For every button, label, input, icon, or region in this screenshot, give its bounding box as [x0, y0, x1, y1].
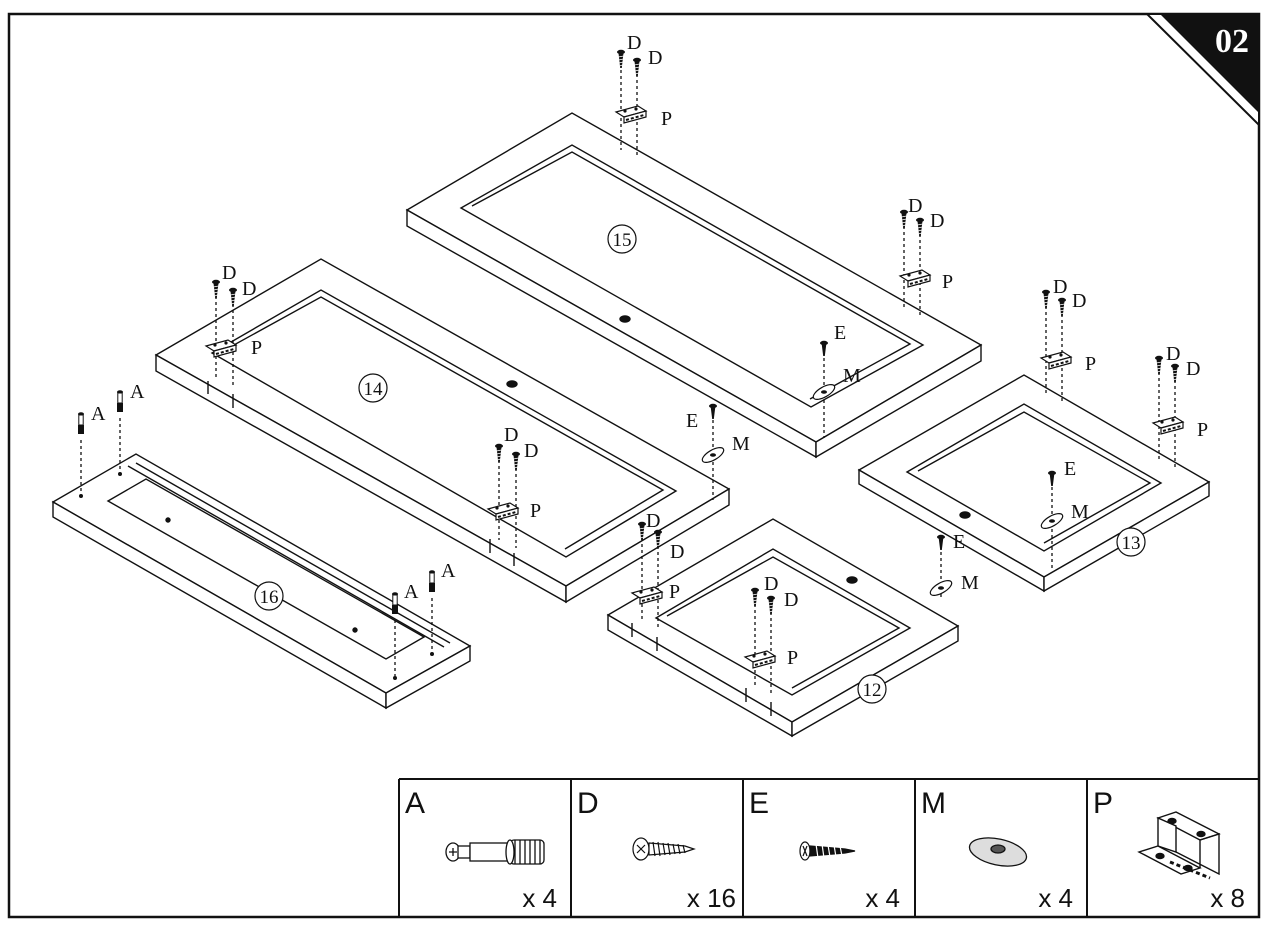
- label-d: D: [504, 424, 518, 446]
- label-a: A: [441, 560, 456, 582]
- panel-13-number-circle: [1116, 527, 1146, 557]
- label-m: M: [843, 365, 861, 387]
- panel-12: [606, 518, 960, 738]
- panel-12-number: 12: [863, 680, 882, 701]
- step-number: 02: [1215, 23, 1249, 60]
- label-m: M: [961, 572, 979, 594]
- parts-cell-e: E x 4: [749, 787, 900, 913]
- panel-15-number: 15: [613, 230, 632, 251]
- part-quantity-d: x 16: [687, 883, 736, 913]
- label-p: P: [530, 500, 541, 522]
- panel-12-number-circle: [857, 674, 887, 704]
- label-d: D: [646, 510, 660, 532]
- label-e: E: [686, 410, 698, 432]
- label-p: P: [787, 647, 798, 669]
- parts-cell-m: M x 4: [921, 787, 1073, 913]
- label-d: D: [648, 47, 662, 69]
- label-a: A: [404, 581, 419, 603]
- parts-cell-d: D x 16: [577, 787, 736, 913]
- cam-bolt-icon: [445, 839, 545, 865]
- parts-cell-p: P x 8: [1093, 787, 1245, 913]
- label-d: D: [1053, 276, 1067, 298]
- part-letter-e: E: [749, 787, 769, 820]
- diagram-border: [7, 12, 1261, 919]
- label-a: A: [130, 381, 145, 403]
- panel-16-hardware: [80, 418, 433, 676]
- label-e: E: [834, 322, 846, 344]
- panel-14-number: 14: [364, 379, 384, 400]
- panel-13: [857, 374, 1211, 593]
- label-d: D: [784, 589, 798, 611]
- label-d: D: [1166, 343, 1180, 365]
- parts-table: [398, 778, 1259, 917]
- label-p: P: [1085, 353, 1096, 375]
- label-d: D: [1186, 358, 1200, 380]
- part-quantity-p: x 8: [1210, 883, 1245, 913]
- part-letter-d: D: [577, 787, 599, 820]
- panel-16-number-circle: [254, 581, 284, 611]
- label-d: D: [930, 210, 944, 232]
- label-d: D: [242, 278, 256, 300]
- parts-cell-a: A x 4: [405, 787, 557, 913]
- label-d: D: [222, 262, 236, 284]
- part-quantity-e: x 4: [865, 883, 900, 913]
- washer-plate-icon: [968, 837, 1028, 867]
- panel-14-number-circle: [358, 373, 388, 403]
- step-badge: 02: [1144, 13, 1260, 128]
- panel-14: [154, 258, 731, 604]
- part-quantity-m: x 4: [1038, 883, 1073, 913]
- part-letter-a: A: [405, 787, 425, 820]
- label-m: M: [732, 433, 750, 455]
- label-p: P: [669, 581, 680, 603]
- label-p: P: [661, 108, 672, 130]
- label-e: E: [953, 531, 965, 553]
- panel-15: [405, 112, 983, 459]
- label-e: E: [1064, 458, 1076, 480]
- label-d: D: [524, 440, 538, 462]
- part-quantity-a: x 4: [522, 883, 557, 913]
- panel-16-number: 16: [260, 587, 279, 608]
- label-m: M: [1071, 501, 1089, 523]
- label-d: D: [670, 541, 684, 563]
- label-d: D: [908, 195, 922, 217]
- part-letter-m: M: [921, 787, 946, 820]
- panel-15-number-circle: [607, 224, 637, 254]
- label-d: D: [764, 573, 778, 595]
- hinge-icon: [1137, 811, 1221, 880]
- part-letter-p: P: [1093, 787, 1113, 820]
- label-p: P: [251, 337, 262, 359]
- screw-icon: [632, 837, 696, 861]
- label-d: D: [1072, 290, 1086, 312]
- label-p: P: [942, 271, 953, 293]
- label-d: D: [627, 32, 641, 54]
- panel-13-number: 13: [1122, 533, 1141, 554]
- panel-16: [51, 453, 472, 710]
- label-a: A: [91, 403, 106, 425]
- short-screw-icon: [799, 841, 856, 861]
- label-p: P: [1197, 419, 1208, 441]
